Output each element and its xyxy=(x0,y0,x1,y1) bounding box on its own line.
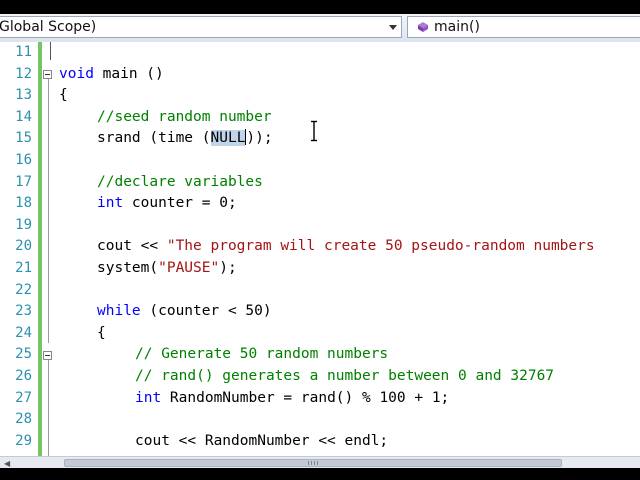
line-number: 17 xyxy=(15,173,32,190)
line-number: 28 xyxy=(15,411,32,428)
code-line: 17 //declare variables xyxy=(0,172,640,194)
code-line: 29 cout << RandomNumber << endl; xyxy=(0,431,640,453)
code-text: // rand() generates a number between 0 a… xyxy=(135,366,554,388)
comment-token: //seed random number xyxy=(97,108,272,125)
line-number: 24 xyxy=(15,324,32,341)
code-token: ); xyxy=(219,260,237,276)
member-dropdown-label: main() xyxy=(434,19,480,35)
scope-dropdown[interactable]: Global Scope) xyxy=(0,16,402,38)
line-number: 22 xyxy=(15,281,32,298)
video-letterbox-top xyxy=(0,0,640,14)
member-dropdown[interactable]: main() xyxy=(407,16,640,38)
keyword-token: while xyxy=(97,303,141,320)
chevron-down-icon[interactable] xyxy=(389,25,397,30)
code-line: 19 xyxy=(0,215,640,237)
code-text: cout << "The program will create 50 pseu… xyxy=(97,236,595,258)
comment-token: //declare variables xyxy=(97,173,263,190)
code-line: 23 while (counter < 50) xyxy=(0,301,640,323)
text-caret xyxy=(245,129,247,146)
code-line: 11 xyxy=(0,42,640,64)
line-number: 18 xyxy=(15,195,32,212)
code-line: 22 xyxy=(0,280,640,302)
code-line: 27 int RandomNumber = rand() % 100 + 1; xyxy=(0,388,640,410)
code-line: 16 xyxy=(0,150,640,172)
outline-guide xyxy=(48,77,49,343)
grip-icon xyxy=(308,461,320,465)
video-letterbox-bottom xyxy=(0,468,640,480)
navigation-bar: Global Scope) main() xyxy=(0,14,640,43)
keyword-token: void xyxy=(59,65,94,82)
method-icon xyxy=(418,22,428,32)
comment-token: // Generate 50 random numbers xyxy=(135,346,389,363)
comment-token: // rand() generates a number between 0 a… xyxy=(135,368,555,384)
string-token: "PAUSE" xyxy=(158,260,220,276)
code-text: srand (time (NULL)); xyxy=(97,128,273,150)
code-text: // Generate 50 random numbers xyxy=(135,344,388,366)
code-line: 26 // rand() generates a number between … xyxy=(0,366,640,388)
code-text: system("PAUSE"); xyxy=(97,258,237,280)
code-text: //seed random number xyxy=(97,107,272,129)
code-text: { xyxy=(97,324,106,341)
code-line: 18 int counter = 0; xyxy=(0,193,640,215)
scope-dropdown-label: Global Scope) xyxy=(0,19,97,35)
code-token: srand (time ( xyxy=(97,130,211,147)
code-line: 21 system("PAUSE"); xyxy=(0,258,640,280)
string-token: "The program will create 50 pseudo-rando… xyxy=(166,238,595,255)
code-text: while (counter < 50) xyxy=(97,301,272,323)
code-line: 12 void main () xyxy=(0,64,640,86)
line-number: 12 xyxy=(15,65,32,82)
code-token: cout << xyxy=(97,238,167,255)
code-line: 14 //seed random number xyxy=(0,107,640,129)
code-token: main () xyxy=(93,65,164,82)
code-token: RandomNumber = rand() % 100 + 1; xyxy=(161,389,450,406)
line-number: 29 xyxy=(15,432,32,449)
collapse-comment-icon[interactable] xyxy=(43,351,52,360)
code-token: counter = 0; xyxy=(123,195,237,212)
line-number: 13 xyxy=(15,87,32,104)
keyword-token: int xyxy=(97,195,124,212)
line-number: 21 xyxy=(15,260,32,276)
change-tracking-bar xyxy=(38,42,42,456)
code-text: //declare variables xyxy=(97,172,263,194)
keyword-token: int xyxy=(135,389,162,406)
line-number: 25 xyxy=(15,346,32,363)
code-line: 28 xyxy=(0,409,640,431)
collapse-main-icon[interactable] xyxy=(43,70,52,79)
outline-guide-stub xyxy=(50,42,51,60)
line-number: 16 xyxy=(15,152,32,168)
horizontal-scrollbar[interactable]: ◀ xyxy=(0,456,640,469)
line-number: 26 xyxy=(15,368,32,384)
outline-guide xyxy=(48,359,49,456)
line-number: 19 xyxy=(15,216,32,233)
code-line: 20 cout << "The program will create 50 p… xyxy=(0,236,640,258)
line-number-gutter xyxy=(0,42,38,456)
line-number: 23 xyxy=(15,303,32,320)
scrollbar-thumb[interactable] xyxy=(64,459,562,467)
code-line: 25 // Generate 50 random numbers xyxy=(0,344,640,366)
code-token: system( xyxy=(97,260,159,276)
line-number: 20 xyxy=(15,238,32,255)
code-editor[interactable]: 11 12 void main () 13 { 14 //seed random… xyxy=(0,42,640,456)
code-text: void main () xyxy=(59,64,164,86)
code-token: )); xyxy=(246,130,273,147)
code-token: (counter < 50) xyxy=(140,303,272,320)
code-text: int RandomNumber = rand() % 100 + 1; xyxy=(135,388,449,410)
ibeam-cursor-icon xyxy=(311,120,317,142)
line-number: 15 xyxy=(15,130,32,147)
line-number: 11 xyxy=(15,44,32,60)
selected-text: NULL xyxy=(210,130,246,147)
code-text: { xyxy=(59,87,68,104)
code-text: cout << RandomNumber << endl; xyxy=(135,432,389,449)
code-line: 15 srand (time (NULL)); xyxy=(0,128,640,150)
line-number: 27 xyxy=(15,389,32,406)
line-number: 14 xyxy=(15,108,32,125)
scroll-left-icon[interactable]: ◀ xyxy=(4,459,11,468)
code-line: 24 { xyxy=(0,323,640,345)
code-text: int counter = 0; xyxy=(97,193,237,215)
code-line: 13 { xyxy=(0,85,640,107)
